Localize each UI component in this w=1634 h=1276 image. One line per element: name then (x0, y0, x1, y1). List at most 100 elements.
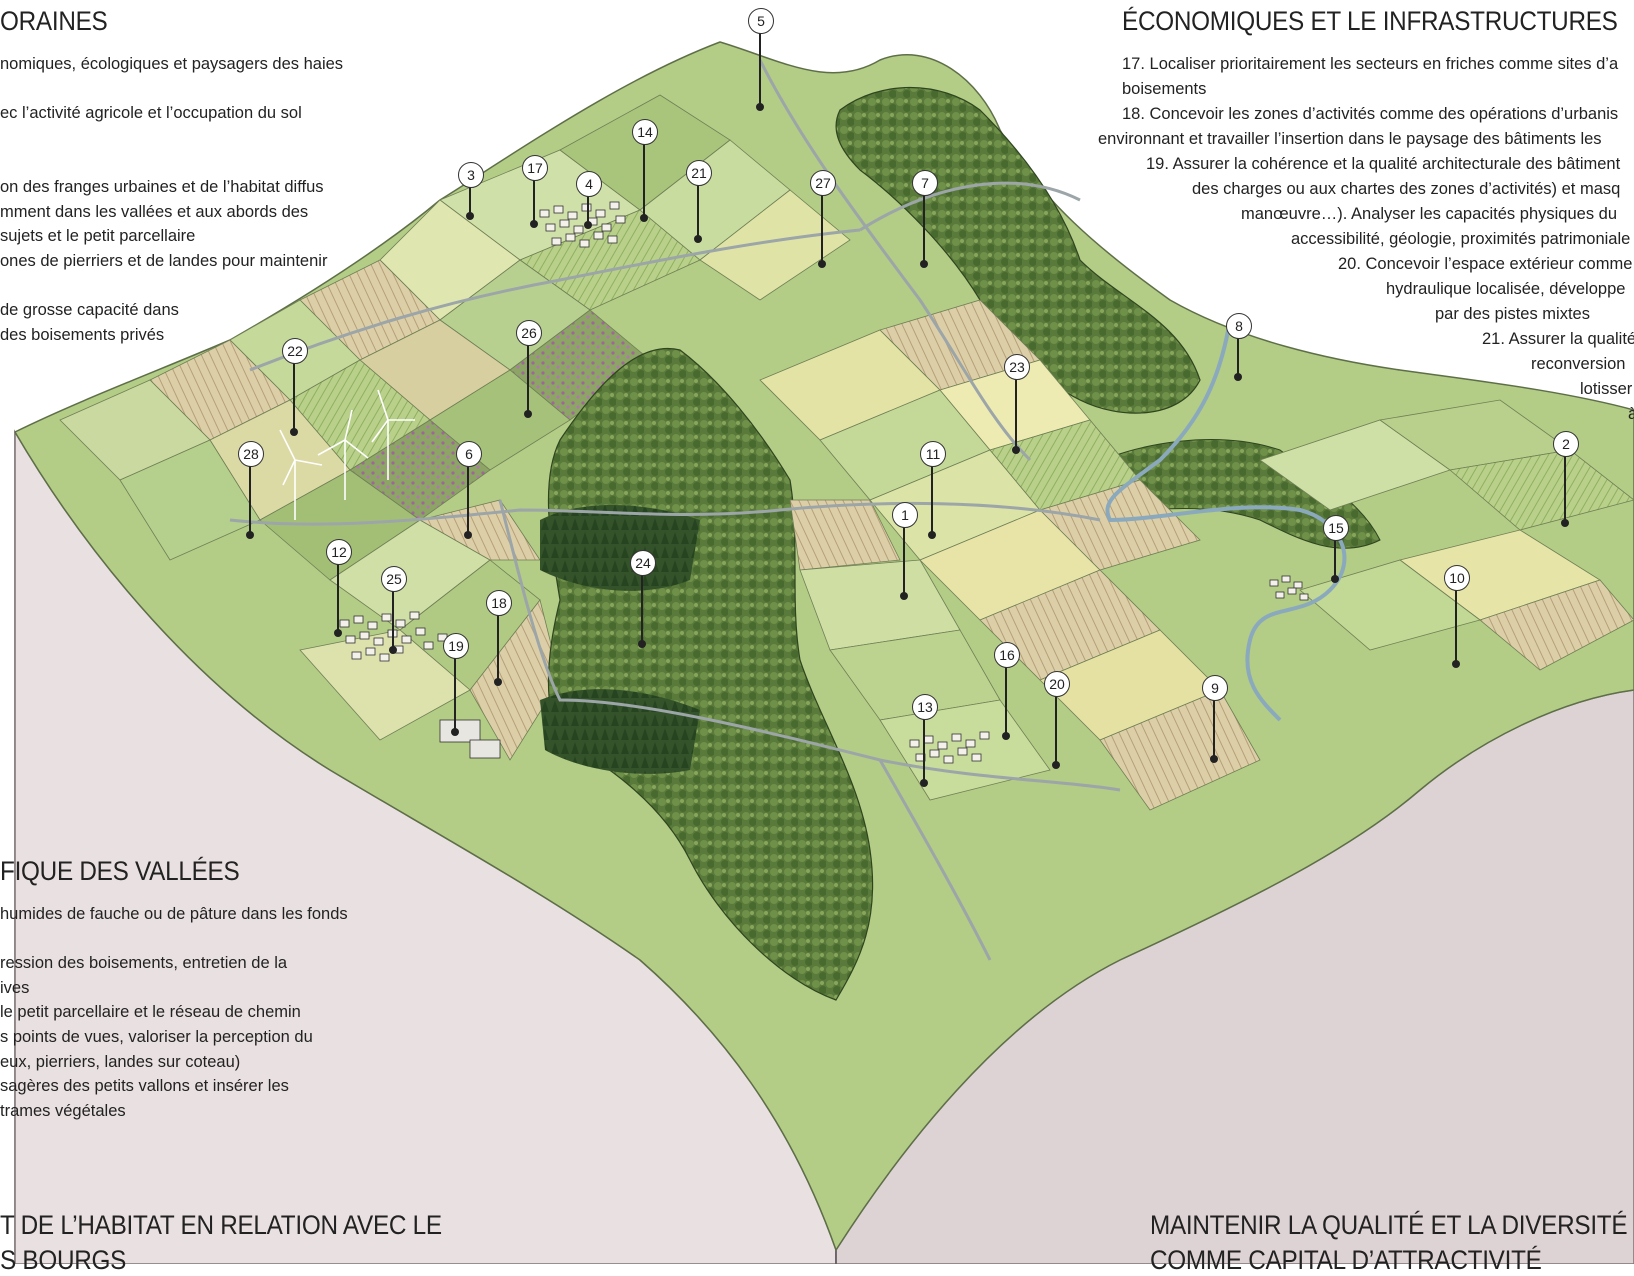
text-line: 17. Localiser prioritairement les secteu… (1122, 55, 1619, 73)
callout-stem (494, 614, 502, 686)
callout-marker-7[interactable]: 7 (912, 170, 938, 196)
callout-stem (638, 574, 646, 648)
callout-stem (334, 563, 342, 637)
text-line (0, 77, 343, 102)
villages (339, 201, 1309, 764)
text-line: eux, pierriers, landes sur coteau) (0, 1052, 241, 1071)
callout-stem (530, 179, 538, 228)
text-line: sagères des petits vallons et insérer le… (0, 1077, 289, 1096)
callout-stem (584, 195, 592, 229)
text-line (0, 927, 348, 952)
callout-stem (818, 194, 826, 268)
callout-stem (1234, 337, 1242, 381)
text-line: hydraulique localisée, développe (1386, 280, 1626, 298)
callout-stem (246, 465, 254, 539)
callout-stem (389, 590, 397, 654)
callout-marker-16[interactable]: 16 (994, 642, 1020, 668)
callout-marker-5[interactable]: 5 (748, 8, 774, 34)
text-line: environnant et travailler l’insertion da… (1098, 130, 1602, 148)
callout-marker-15[interactable]: 15 (1323, 515, 1349, 541)
callout-marker-1[interactable]: 1 (892, 502, 918, 528)
heading-bottom-right-2: COMME CAPITAL D’ATTRACTIVITÉ (1150, 1245, 1542, 1275)
callout-marker-24[interactable]: 24 (630, 550, 656, 576)
callout-marker-18[interactable]: 18 (486, 590, 512, 616)
callout-marker-28[interactable]: 28 (238, 441, 264, 467)
callout-stem (524, 344, 532, 418)
callout-marker-14[interactable]: 14 (632, 119, 658, 145)
callout-marker-17[interactable]: 17 (522, 155, 548, 181)
river (1105, 319, 1347, 722)
text-line: le petit parcellaire et le réseau de che… (0, 1003, 301, 1022)
text-line: manœuvre…). Analyser les capacités physi… (1241, 205, 1618, 223)
text-line: ives (0, 978, 30, 997)
text-line: ones de pierriers et de landes pour main… (0, 251, 328, 270)
heading-top-left: ORAINES (0, 6, 108, 36)
text-line: mment dans les vallées et aux abords des (0, 202, 309, 221)
text-line: boisements (1122, 80, 1207, 98)
heading-bottom-left-2: S BOURGS (0, 1245, 127, 1275)
text-line: 18. Concevoir les zones d’activités comm… (1122, 105, 1619, 123)
callout-marker-22[interactable]: 22 (282, 338, 308, 364)
callout-marker-6[interactable]: 6 (456, 441, 482, 467)
callout-marker-26[interactable]: 26 (516, 320, 542, 346)
callout-marker-3[interactable]: 3 (458, 162, 484, 188)
callout-marker-25[interactable]: 25 (381, 566, 407, 592)
callout-stem (451, 657, 459, 736)
text-line (0, 150, 343, 175)
callout-stem (1002, 666, 1010, 740)
text-line: ec l’activité agricole et l’occupation d… (0, 104, 302, 123)
callout-marker-11[interactable]: 11 (920, 441, 946, 467)
text-line: ression des boisements, entretien de la (0, 954, 288, 973)
heading-bottom-right-1: MAINTENIR LA QUALITÉ ET LA DIVERSITÉ (1150, 1210, 1628, 1240)
callout-marker-19[interactable]: 19 (443, 633, 469, 659)
text-line: par des pistes mixtes (1435, 305, 1590, 323)
callout-stem (1331, 539, 1339, 583)
roads (229, 59, 1121, 961)
callout-marker-12[interactable]: 12 (326, 539, 352, 565)
left-mid-text: humides de fauche ou de pâture dans les … (0, 902, 348, 1123)
callout-stem (694, 184, 702, 243)
callout-stem (920, 194, 928, 268)
callout-stem (466, 186, 474, 220)
callout-marker-20[interactable]: 20 (1044, 671, 1070, 697)
text-line: reconversion (1531, 355, 1626, 373)
callout-stem (1452, 589, 1460, 668)
right-fields (759, 299, 1634, 811)
callout-stem (900, 526, 908, 600)
text-line: de grosse capacité dans (0, 300, 179, 319)
upper-fields (59, 94, 851, 581)
callout-stem (1012, 378, 1020, 454)
callout-marker-10[interactable]: 10 (1444, 565, 1470, 591)
callout-stem (1052, 695, 1060, 769)
text-line: on des franges urbaines et de l’habitat … (0, 177, 324, 196)
callout-stem (920, 718, 928, 787)
text-line: 19. Assurer la cohérence et la qualité a… (1146, 155, 1621, 173)
text-line: sujets et le petit parcellaire (0, 227, 196, 246)
text-line: nomiques, écologiques et paysagers des h… (0, 55, 344, 73)
text-line (0, 126, 343, 151)
text-line (0, 273, 343, 298)
text-line: des charges ou aux chartes des zones d’a… (1192, 180, 1621, 198)
callout-marker-9[interactable]: 9 (1202, 675, 1228, 701)
callout-marker-4[interactable]: 4 (576, 171, 602, 197)
callout-marker-2[interactable]: 2 (1553, 431, 1579, 457)
callout-marker-23[interactable]: 23 (1004, 354, 1030, 380)
heading-top-right: ÉCONOMIQUES ET LE INFRASTRUCTURES (1122, 6, 1618, 36)
left-top-text: nomiques, écologiques et paysagers des h… (0, 52, 343, 347)
callout-stem (756, 32, 764, 111)
text-line: des boisements privés (0, 325, 165, 344)
text-line: 21. Assurer la qualité (1482, 330, 1634, 348)
callout-marker-13[interactable]: 13 (912, 694, 938, 720)
text-line: à (1628, 405, 1634, 423)
text-line: humides de fauche ou de pâture dans les … (0, 905, 348, 923)
callout-marker-27[interactable]: 27 (810, 170, 836, 196)
heading-mid-left: FIQUE DES VALLÉES (0, 856, 240, 886)
callout-stem (1561, 455, 1569, 527)
callout-stem (464, 465, 472, 539)
callout-stem (928, 465, 936, 539)
callout-marker-21[interactable]: 21 (686, 160, 712, 186)
callout-stem (640, 143, 648, 222)
text-line: accessibilité, géologie, proximités patr… (1291, 230, 1631, 248)
callout-marker-8[interactable]: 8 (1226, 313, 1252, 339)
text-line: trames végétales (0, 1101, 126, 1120)
